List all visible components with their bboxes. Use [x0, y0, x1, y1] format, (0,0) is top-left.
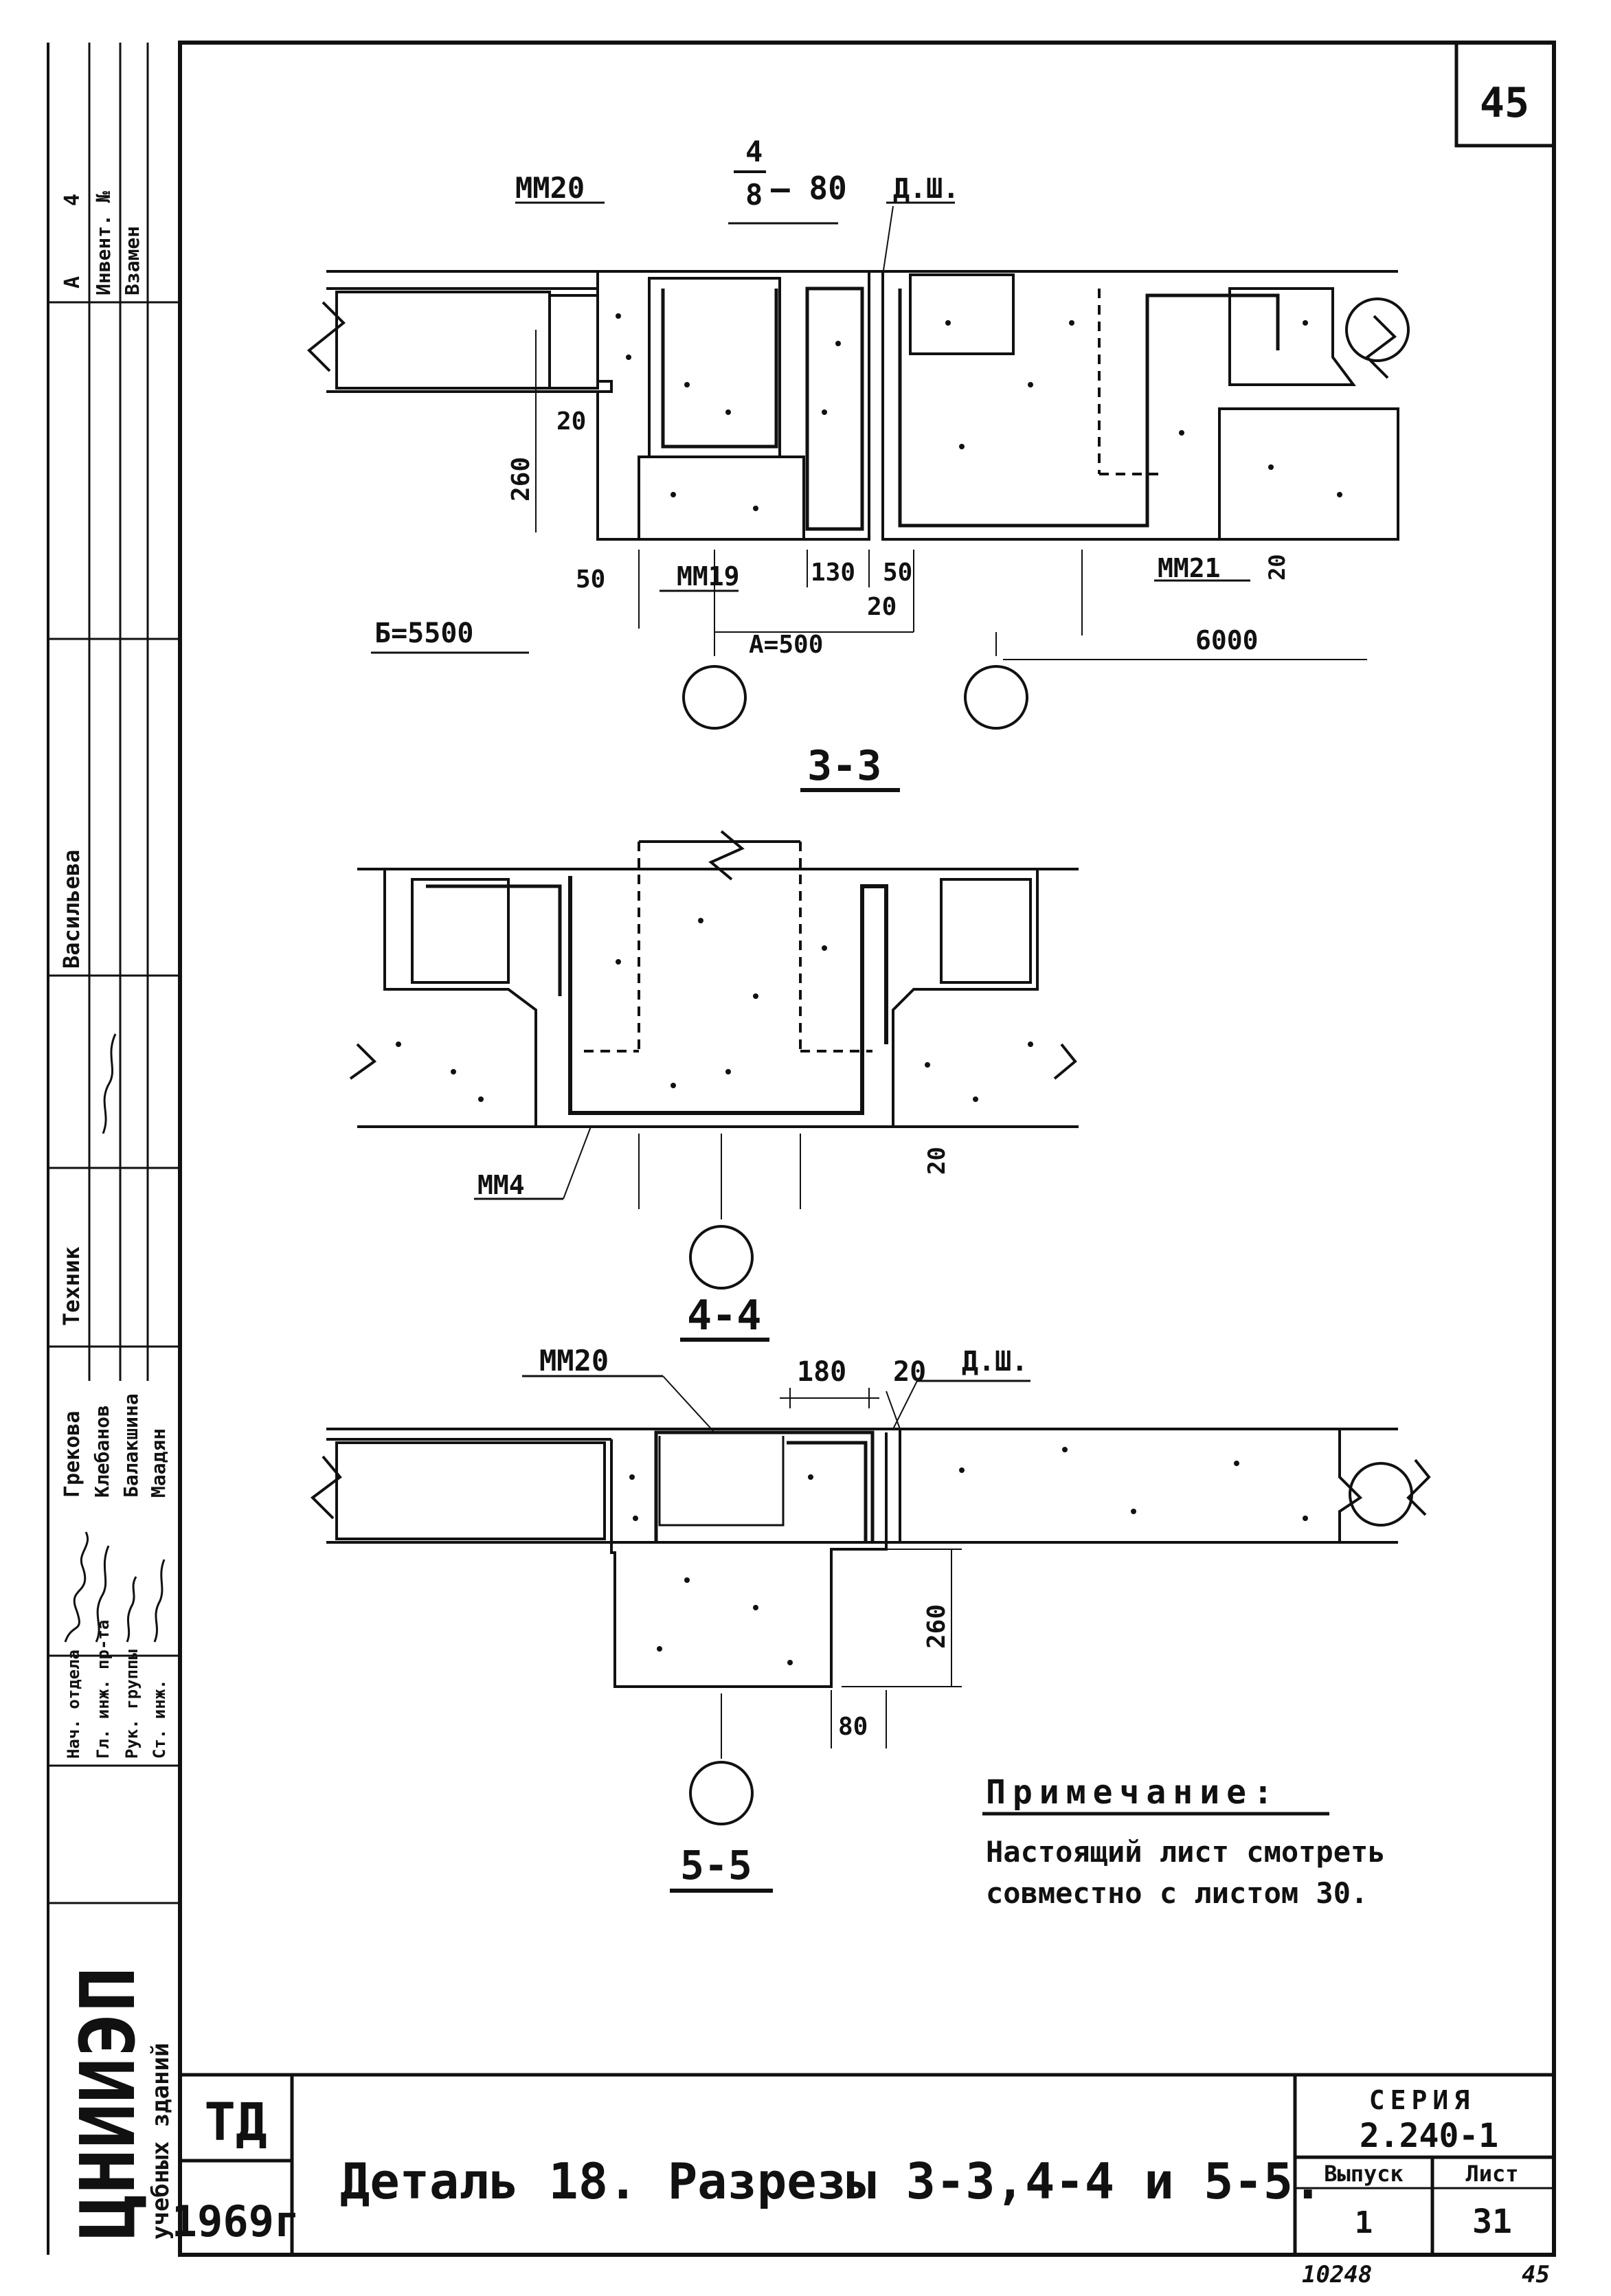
list-value: 31 — [1472, 2203, 1512, 2241]
stamp-name-1: Васильева — [58, 850, 85, 969]
sheet-frame — [178, 41, 1556, 2257]
s55-dsh: Д.Ш. — [962, 1346, 1028, 1377]
s55-dim-260: 260 — [923, 1604, 951, 1649]
drawing-title: Деталь 18. Разрезы 3-3,4-4 и 5-5. — [340, 2152, 1322, 2210]
vypusk-value: 1 — [1355, 2205, 1373, 2240]
s33-b-label: Б=5500 — [374, 618, 474, 649]
title-year: 1969г — [172, 2196, 300, 2247]
org-subtitle: учебных зданий — [147, 2042, 174, 2240]
s33-title: 3-3 — [807, 742, 881, 790]
stamp-mark-a: А — [60, 276, 85, 289]
stamp-role-techn: Техник — [58, 1246, 85, 1326]
note-line-1: Настоящий лист смотреть — [986, 1835, 1386, 1869]
s33-dim-20c: 20 — [1264, 554, 1290, 581]
stamp-role-3: Рук. группы — [122, 1650, 142, 1759]
stamp-role-2: Гл. инж. пр-та — [93, 1620, 113, 1759]
s33-fraction-value: – 80 — [771, 170, 847, 207]
s33-dsh: Д.Ш. — [893, 173, 959, 205]
s55-dim-20: 20 — [893, 1356, 926, 1388]
stamp-name-grekova: Грекова — [60, 1411, 85, 1498]
s33-dim-50a: 50 — [576, 565, 605, 594]
s33-dim-260: 260 — [507, 457, 535, 502]
stamp-name-maadyan: Маадян — [147, 1428, 170, 1498]
s33-a-label: А=500 — [749, 631, 823, 659]
vypusk-label: Выпуск — [1324, 2161, 1404, 2187]
s33-dim-20a: 20 — [556, 407, 586, 436]
s33-mm20: ММ20 — [515, 171, 585, 205]
archive-number: 10248 — [1302, 2261, 1372, 2288]
s44-mm4: ММ4 — [477, 1170, 525, 1200]
stamp-mark-4: 4 — [60, 194, 85, 206]
section-4-4-drawing — [349, 830, 1079, 1290]
s33-mm19: ММ19 — [677, 561, 740, 592]
s55-dim-180: 180 — [797, 1356, 846, 1388]
section-5-5-drawing — [310, 1375, 1431, 1825]
seria-label: СЕРИЯ — [1369, 2085, 1475, 2115]
s55-mm20: ММ20 — [539, 1344, 609, 1377]
side-stamp — [47, 43, 180, 2255]
seria-value: 2.240-1 — [1360, 2117, 1498, 2155]
s33-dim-6000: 6000 — [1195, 625, 1259, 655]
s33-fraction-bottom: 8 — [745, 178, 763, 212]
page-ref: 45 — [1522, 2261, 1550, 2288]
stamp-role-4: Ст. инж. — [150, 1679, 169, 1759]
stamp-inventory-label: Инвент. № — [92, 191, 115, 295]
stamp-vzamen-label: Взамен — [121, 226, 144, 295]
section-3-3-hatching — [616, 313, 1342, 511]
page-number: 45 — [1480, 79, 1529, 127]
title-td: ТД — [204, 2091, 267, 2152]
title-block-frame — [180, 2073, 1554, 2255]
s33-dim-50b: 50 — [883, 559, 912, 587]
s33-dim-130: 130 — [811, 559, 855, 587]
note-heading: Примечание: — [986, 1773, 1280, 1812]
s55-title: 5-5 — [680, 1842, 752, 1889]
section-5-5-hatching — [629, 1447, 1308, 1665]
s55-dim-80: 80 — [838, 1713, 868, 1741]
stamp-name-klebanov: Клебанов — [91, 1405, 113, 1498]
s44-dim-20: 20 — [923, 1147, 951, 1175]
s33-dim-20b: 20 — [867, 593, 897, 621]
note-line-2: совместно с листом 30. — [986, 1876, 1368, 1910]
section-3-3-drawing — [307, 201, 1410, 730]
s33-fraction-top: 4 — [745, 135, 763, 168]
stamp-signatures — [64, 1033, 166, 1643]
stamp-name-balakshina: Балакшина — [120, 1393, 142, 1498]
list-label: Лист — [1465, 2161, 1518, 2187]
s33-mm21: ММ21 — [1158, 553, 1221, 583]
stamp-role-1: Нач. отдела — [64, 1650, 83, 1759]
org-name: ЦНИИЭП — [64, 1967, 152, 2240]
section-4-4-hatching — [396, 918, 1033, 1102]
s44-title: 4-4 — [687, 1292, 761, 1340]
